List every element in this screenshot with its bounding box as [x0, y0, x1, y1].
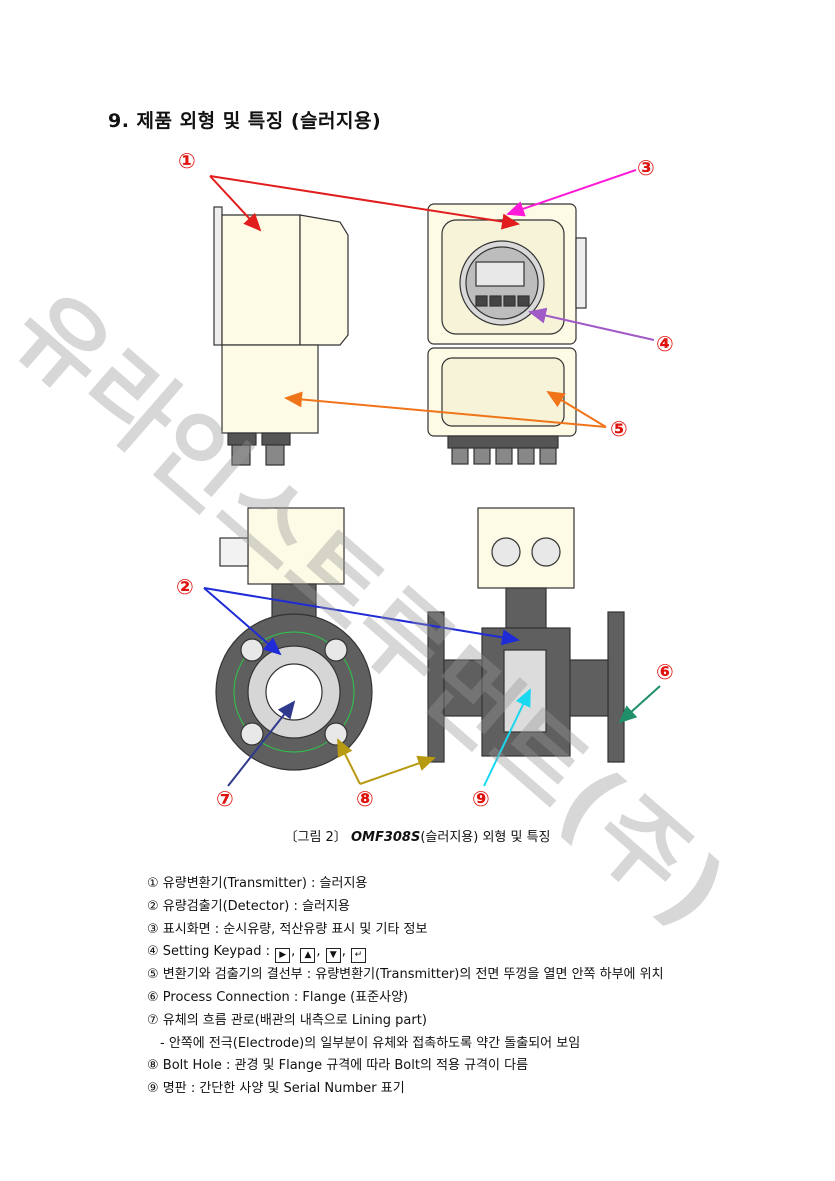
detector-side-view [427, 507, 625, 763]
list-item: ⑤ 변환기와 검출기의 결선부 : 유량변환기(Transmitter)의 전면… [147, 967, 664, 983]
list-item-sub: - 안쪽에 전극(Electrode)의 일부분이 유체와 접촉하도록 약간 돌… [160, 1035, 581, 1051]
callout-labels: ① ③ ④ ⑤ ② ⑥ ⑦ ⑧ ⑨ [176, 149, 674, 811]
nameplate [503, 649, 547, 733]
caption-prefix: 〔그림 2〕 [284, 830, 351, 845]
callout-arrows [203, 169, 661, 787]
callout-2: ② [176, 575, 194, 599]
right-arrow-icon: ▶ [275, 948, 291, 964]
product-diagram: ① ③ ④ ⑤ ② ⑥ ⑦ ⑧ ⑨ [176, 149, 674, 811]
callout-6: ⑥ [656, 660, 674, 684]
keypad [475, 295, 530, 307]
down-arrow-icon: ▼ [325, 948, 341, 964]
callout-3: ③ [637, 156, 655, 180]
callout-7: ⑦ [216, 787, 234, 811]
caption-model: OMF308S [350, 830, 421, 845]
list-item: ③ 표시화면 : 순시유량, 적산유량 표시 및 기타 정보 [147, 921, 428, 937]
callout-8: ⑧ [356, 787, 374, 811]
list-item: ⑦ 유체의 흐름 관로(배관의 내측으로 Lining part) [147, 1012, 427, 1028]
detector-end-view [215, 507, 373, 771]
side-view-transmitter [213, 206, 349, 466]
keypad-label: ④ Setting Keypad : [147, 944, 275, 960]
caption-suffix: (슬러지용) 외형 및 특징 [420, 830, 551, 845]
callout-9: ⑨ [472, 787, 490, 811]
list-item: ⑥ Process Connection : Flange (표준사양) [147, 989, 409, 1005]
enter-icon: ↵ [350, 948, 366, 964]
figure-caption: 〔그림 2〕 OMF308S(슬러지용) 외형 및 특징 [0, 826, 835, 845]
feature-list: ① 유량변환기(Transmitter) : 슬러지용 ② 유량검출기(Dete… [147, 873, 664, 1101]
callout-4: ④ [656, 332, 674, 356]
list-item: ② 유량검출기(Detector) : 슬러지용 [147, 898, 350, 914]
page-title: 9. 제품 외형 및 특징 (슬러지용) [108, 110, 382, 132]
callout-5: ⑤ [610, 417, 628, 441]
list-item: ⑨ 명판 : 간단한 사양 및 Serial Number 표기 [147, 1081, 405, 1097]
up-arrow-icon: ▲ [300, 948, 316, 964]
list-item: ① 유량변환기(Transmitter) : 슬러지용 [147, 876, 368, 891]
callout-1: ① [178, 149, 196, 173]
list-item: ⑧ Bolt Hole : 관경 및 Flange 규격에 따라 Bolt의 적… [147, 1058, 529, 1074]
list-item-keypad: ④ Setting Keypad : ▶, ▲, ▼, ↵ [147, 941, 664, 964]
front-view-transmitter [427, 203, 587, 465]
